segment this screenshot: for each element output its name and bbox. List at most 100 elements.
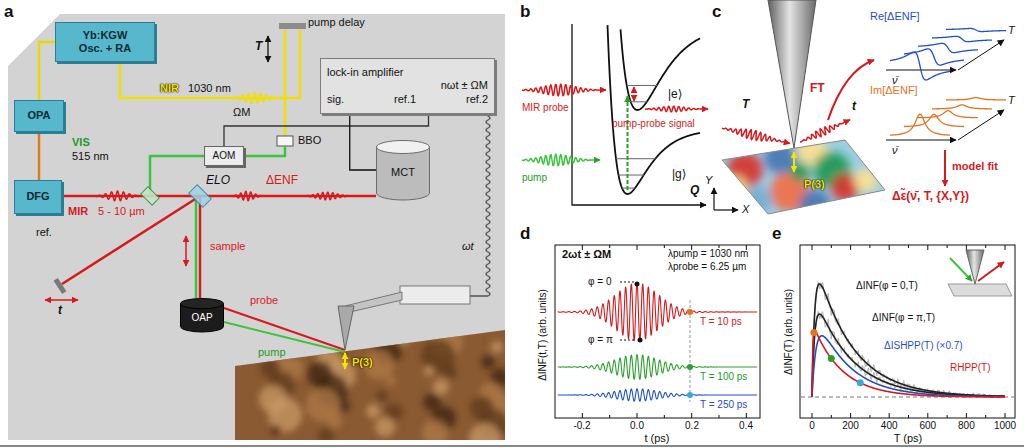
laser-box: Yb:KGWOsc. + RA [55,22,155,62]
node-text: nωt ± ΩM [441,79,488,92]
pulse-arrow [590,159,600,161]
real-part-trace [932,36,992,41]
tick-label: 0.4 [739,420,753,432]
tick-mark [719,415,720,418]
mirror-cylinder: OAP [180,298,224,332]
real-part-trace [918,43,978,52]
sample-texture [233,322,517,448]
imaginary-part-trace [918,111,978,118]
fit-curve [812,284,1005,397]
texture-blob [376,390,388,402]
probe-pulse [522,84,596,95]
texture-blob [306,388,340,422]
ground-potential [608,25,701,194]
node-text: DFG [26,190,49,203]
delay-dot [828,355,835,362]
parameter-label: λprobe = 6.25 µm [668,261,746,273]
wavelength-label: 5 - 10 µm [98,205,145,218]
waveform-panel [555,245,760,418]
text-row: Osc. + RA [62,42,148,55]
signal-pulse [645,106,700,112]
optical-table [8,14,505,440]
text-row: nωt ± ΩM [327,79,488,92]
tick-mark [664,245,665,248]
texture-blob [307,361,333,387]
axis-arrow [714,209,738,210]
tick-label: 0.0 [630,420,644,432]
text-row: lock-in amplifier [327,66,488,79]
tick-mark [812,245,813,250]
texture-blob [260,358,280,378]
detector-cylinder: MCT [376,140,430,200]
lock-in-box: lock-in amplifiernωt ± ΩMsig.ref.1ref.2 [320,58,495,114]
axis-label: Q [690,184,699,198]
stage-label: pump delay [308,16,365,29]
map-blob [854,168,878,192]
connector-label: ΩM [232,106,251,119]
tick-mark [812,413,813,418]
tick-label: 200 [842,420,859,432]
vibrational-level [627,85,658,86]
beam-label: pump [258,346,286,359]
pulse-label: pump [522,172,547,184]
dichroic-mirror [141,187,159,205]
axis-title: t (ps) [644,432,669,445]
imaginary-part-trace [890,114,950,135]
texture-blob [271,425,281,435]
mir-beam [199,196,202,298]
plot-title: Im[ΔENF] [870,84,918,97]
map-blob [799,189,831,221]
tick-label: 0.2 [685,420,699,432]
node-text: sig. [327,93,344,106]
parameter-label: λpump = 1030 nm [668,248,748,260]
tick-mark [1005,413,1006,418]
tick-mark [966,245,967,250]
result-label: Δε̃(ν̄, T, {X,Y}) [892,190,969,204]
tick-mark [947,415,948,418]
tick-mark [889,413,890,418]
pulse-arrow [700,108,708,110]
connector-line [38,132,41,180]
tick-mark [719,245,720,248]
tick-mark [609,245,610,248]
signal-pulse [304,192,350,200]
excited-potential [621,29,701,110]
axis-label: ν̄ [892,144,898,157]
text-row: Yb:KGW [62,29,148,42]
texture-blob [469,423,501,448]
panel-letter: b [520,2,530,22]
node-text: Osc. + RA [79,42,131,55]
beam-label: probe [250,294,278,307]
pulse-arrow [784,142,790,144]
texture-blob [422,420,448,446]
node-text: AOM [213,150,236,162]
tick-mark [908,415,909,418]
afm-tip [768,0,816,148]
pump-transition [627,96,629,190]
delay-symbol: t [58,304,62,318]
text-row: AOM [211,150,237,162]
potential-panel [522,24,708,205]
delay-symbol: T [255,40,262,54]
polarization-label: P(3) [804,178,825,191]
pulse-arrow [845,120,850,122]
map-blob [723,176,747,200]
measured-data [812,282,1005,398]
texture-blob [423,393,441,411]
transform-arrow [828,60,874,120]
panel-letter: d [520,224,530,244]
arm-label: sample [210,240,245,253]
trace-label: T = 100 ps [700,371,747,383]
frequency-label: ωt [462,240,474,253]
node-text: ref.1 [394,93,416,106]
delay-marker [690,300,691,402]
axis-title: T (ps) [894,432,923,445]
tick-mark [1005,245,1006,250]
texture-blob [233,327,243,337]
axis-label: Y [705,174,712,187]
probe-transition [633,87,635,101]
wavelength-label: 515 nm [72,150,109,163]
